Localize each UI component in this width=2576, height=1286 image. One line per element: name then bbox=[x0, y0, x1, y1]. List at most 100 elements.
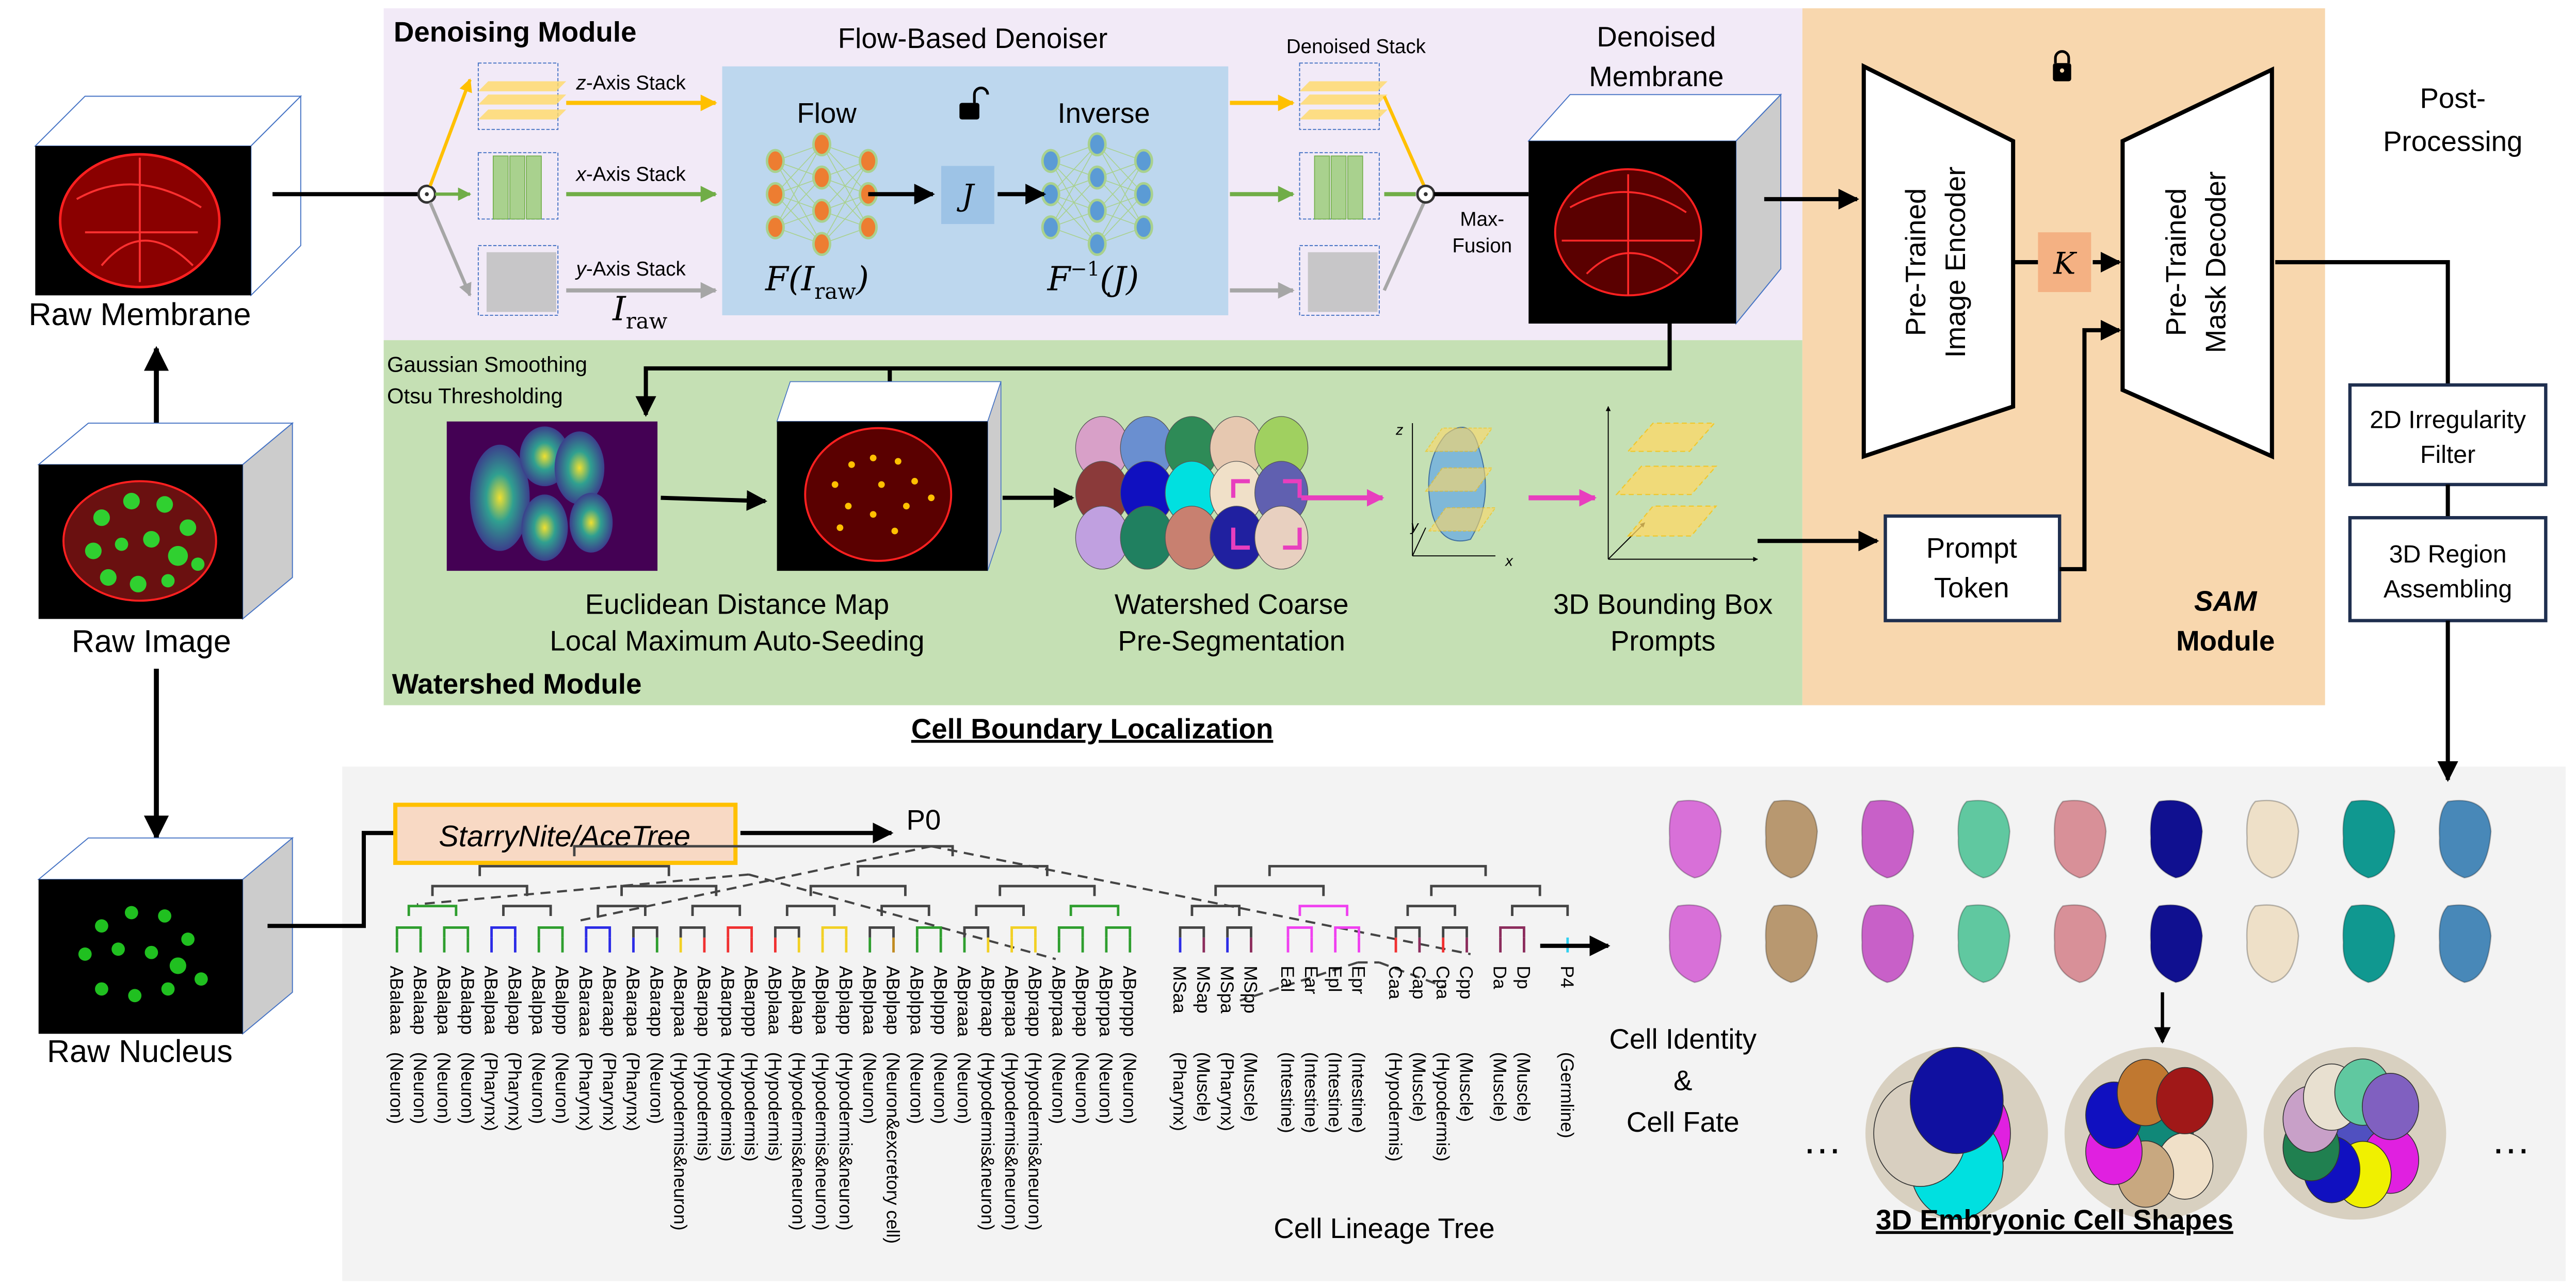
inverse-label: Inverse bbox=[1057, 98, 1150, 129]
lineage-leaf-name: ABprppp bbox=[1119, 966, 1139, 1037]
lineage-leaf-name: ABplapa bbox=[812, 966, 832, 1035]
raw-image-label: Raw Image bbox=[72, 624, 231, 659]
tree-branch bbox=[785, 905, 836, 916]
cell-shape bbox=[2246, 799, 2299, 879]
latent-j-box bbox=[941, 166, 994, 224]
lineage-leaf-name: ABarapa bbox=[623, 966, 643, 1037]
embryo-cell bbox=[2156, 1067, 2214, 1134]
lineage-leaf-name: ABplaaa bbox=[765, 966, 785, 1035]
lineage-leaf-name: MSap bbox=[1193, 966, 1213, 1013]
axis-y-label: y bbox=[1410, 518, 1419, 535]
cell-fate-label: Cell Identity&Cell Fate bbox=[1609, 1023, 1757, 1138]
lineage-leaf-fate: (Neuron) bbox=[906, 1052, 926, 1124]
lineage-leaf-fate: (Hypodermis&neuron) bbox=[670, 1052, 690, 1231]
root-p0-label: P0 bbox=[906, 805, 941, 836]
single-cell-bbox-plot bbox=[1412, 423, 1496, 557]
lineage-leaf-fate: (Neuron) bbox=[646, 1052, 666, 1124]
embryo-cell bbox=[1910, 1047, 2004, 1154]
lineage-leaf-fate: (Hypodermis&neuron) bbox=[1025, 1052, 1045, 1231]
lineage-leaf-name: ABprppa bbox=[1096, 966, 1116, 1037]
tree-branch bbox=[620, 885, 718, 896]
lineage-leaf-fate: (Hypodermis) bbox=[741, 1052, 761, 1162]
network-node bbox=[812, 165, 831, 190]
network-node bbox=[765, 215, 785, 239]
inverse-network-icon bbox=[1041, 132, 1153, 256]
network-node bbox=[1087, 199, 1107, 223]
tree-branch bbox=[1069, 905, 1120, 916]
lineage-leaf-name: ABpraap bbox=[977, 966, 997, 1037]
lineage-leaf-name: Dp bbox=[1514, 966, 1534, 989]
network-node bbox=[1087, 165, 1107, 190]
lineage-leaf-name: ABplaap bbox=[788, 966, 808, 1035]
tree-branch bbox=[632, 926, 658, 938]
lineage-leaf-fate: (Hypodermis&neuron) bbox=[1001, 1052, 1021, 1231]
lineage-leaf-name: ABplppp bbox=[930, 966, 950, 1035]
lineage-leaf-fate: (Muscle) bbox=[1193, 1052, 1213, 1122]
tree-branch bbox=[1179, 926, 1205, 938]
cell-shape bbox=[2438, 799, 2492, 879]
lineage-leaf-fate: (Hypodermis) bbox=[765, 1052, 785, 1162]
lineage-leaf-fate: (Neuron) bbox=[457, 1052, 477, 1124]
lineage-leaf-fate: (Neuron) bbox=[552, 1052, 572, 1124]
tree-branch bbox=[1394, 926, 1421, 938]
lineage-leaf-fate: (Hypodermis) bbox=[717, 1052, 737, 1162]
network-node bbox=[1041, 149, 1060, 173]
tree-branch bbox=[443, 926, 470, 938]
tree-upper-dashed-links bbox=[416, 845, 1471, 1002]
cell-shape bbox=[1861, 904, 1914, 983]
network-node bbox=[1134, 182, 1153, 206]
lineage-leaf-fate: (Hypodermis&neuron) bbox=[977, 1052, 997, 1231]
cell-shape bbox=[1957, 799, 2011, 879]
cell-shape bbox=[1861, 799, 1914, 879]
lineage-leaf-name: ABalaaa bbox=[386, 966, 406, 1035]
network-node bbox=[858, 215, 878, 239]
tree-branch bbox=[1268, 865, 1487, 876]
lineage-leaf-fate: (Neuron) bbox=[410, 1052, 430, 1124]
raw-membrane-label: Raw Membrane bbox=[28, 297, 251, 332]
lineage-leaf-fate: (Neuron) bbox=[859, 1052, 879, 1124]
raw-nucleus-cube bbox=[37, 837, 294, 1035]
lineage-leaf-fate: (Pharynx) bbox=[1217, 1052, 1237, 1131]
cell-shape bbox=[1668, 904, 1722, 983]
z-axis-stack-label: z-Axis Stack bbox=[576, 72, 686, 94]
tree-branch bbox=[1334, 926, 1360, 938]
lineage-leaf-name: Cpp bbox=[1456, 966, 1476, 999]
axis-x-label: x bbox=[1504, 553, 1514, 569]
y-axis-stack-icon bbox=[477, 245, 559, 316]
raw-membrane-cube bbox=[34, 95, 302, 297]
denoised-membrane-cube bbox=[1527, 93, 1782, 325]
lineage-leaf-name: P4 bbox=[1557, 966, 1577, 988]
tree-branch bbox=[1406, 905, 1456, 916]
tree-branch bbox=[727, 926, 753, 938]
watershed-coarse-segmentation-render bbox=[1075, 416, 1309, 570]
tree-branch bbox=[537, 926, 564, 938]
lineage-leaf-name: Cpa bbox=[1432, 966, 1453, 999]
lineage-leaf-name: ABprpaa bbox=[1048, 966, 1068, 1037]
tree-branch bbox=[868, 926, 895, 938]
ellipsis-right: … bbox=[2491, 1118, 2531, 1162]
selection-box bbox=[1231, 479, 1302, 550]
lineage-leaf-fate: (Neuron&excretory cell) bbox=[883, 1052, 903, 1244]
network-node bbox=[812, 232, 831, 256]
network-node bbox=[812, 132, 831, 157]
lineage-leaf-fate: (Neuron) bbox=[386, 1052, 406, 1124]
tree-branch bbox=[1190, 905, 1241, 916]
lineage-leaf-fate: (Neuron) bbox=[1048, 1052, 1068, 1124]
tree-branch bbox=[431, 885, 528, 896]
post-processing-title: Post-Processing bbox=[2383, 83, 2522, 157]
lineage-leaf-fate: (Pharynx) bbox=[599, 1052, 619, 1131]
lineage-leaf-name: ABalpap bbox=[505, 966, 525, 1035]
tree-branch bbox=[1442, 926, 1468, 938]
tree-branch bbox=[880, 905, 930, 916]
lineage-leaf-fate: (Germline) bbox=[1557, 1052, 1577, 1138]
network-node bbox=[1134, 149, 1153, 173]
tree-branch bbox=[1214, 885, 1325, 896]
tree-branch bbox=[999, 885, 1096, 896]
lineage-leaf-name: Epr bbox=[1348, 966, 1369, 994]
post-step-irregularity-filter bbox=[2348, 383, 2548, 487]
lineage-leaf-name: ABarpaa bbox=[670, 966, 690, 1037]
lineage-leaf-fate: (Muscle) bbox=[1514, 1052, 1534, 1122]
